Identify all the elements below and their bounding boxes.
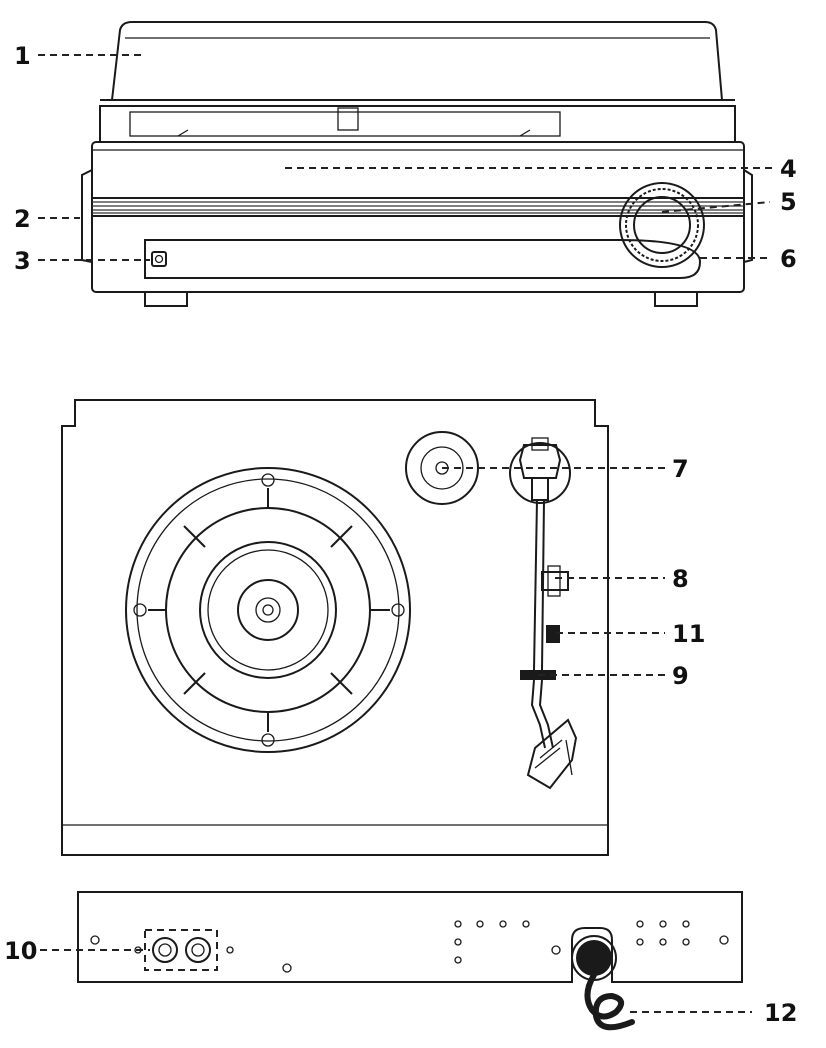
- top-view: [61, 399, 665, 856]
- callout-1: 1: [14, 42, 31, 70]
- callout-5: 5: [780, 188, 797, 216]
- callout-6: 6: [780, 245, 797, 273]
- arm-rest: [546, 625, 560, 643]
- headshell: [526, 718, 578, 790]
- callout-10: 10: [4, 937, 37, 965]
- headphone-jack: [151, 251, 167, 267]
- platter: [125, 467, 411, 753]
- power-cord: [571, 935, 635, 1031]
- foot-right: [654, 291, 698, 307]
- callout-2: 2: [14, 205, 31, 233]
- callout-8: 8: [672, 565, 689, 593]
- foot-left: [144, 291, 188, 307]
- cue-lever: [541, 571, 569, 591]
- speaker-grille: [91, 197, 745, 217]
- rear-panel: [77, 891, 743, 983]
- callout-4: 4: [780, 155, 797, 183]
- rca-output-jacks: [144, 929, 218, 971]
- callout-11: 11: [672, 620, 705, 648]
- callout-labels: 1 2 3 4 5 6 7 8 11 9 10 12: [4, 42, 797, 1027]
- tonearm: [509, 437, 578, 790]
- callout-12: 12: [764, 999, 797, 1027]
- rear-view: [40, 891, 752, 1031]
- callout-3: 3: [14, 247, 31, 275]
- volume-knob: [619, 182, 705, 268]
- callout-7: 7: [672, 455, 689, 483]
- front-view: [38, 21, 772, 307]
- lower-panel: [144, 239, 702, 279]
- dust-cover: [110, 21, 724, 101]
- callout-9: 9: [672, 662, 689, 690]
